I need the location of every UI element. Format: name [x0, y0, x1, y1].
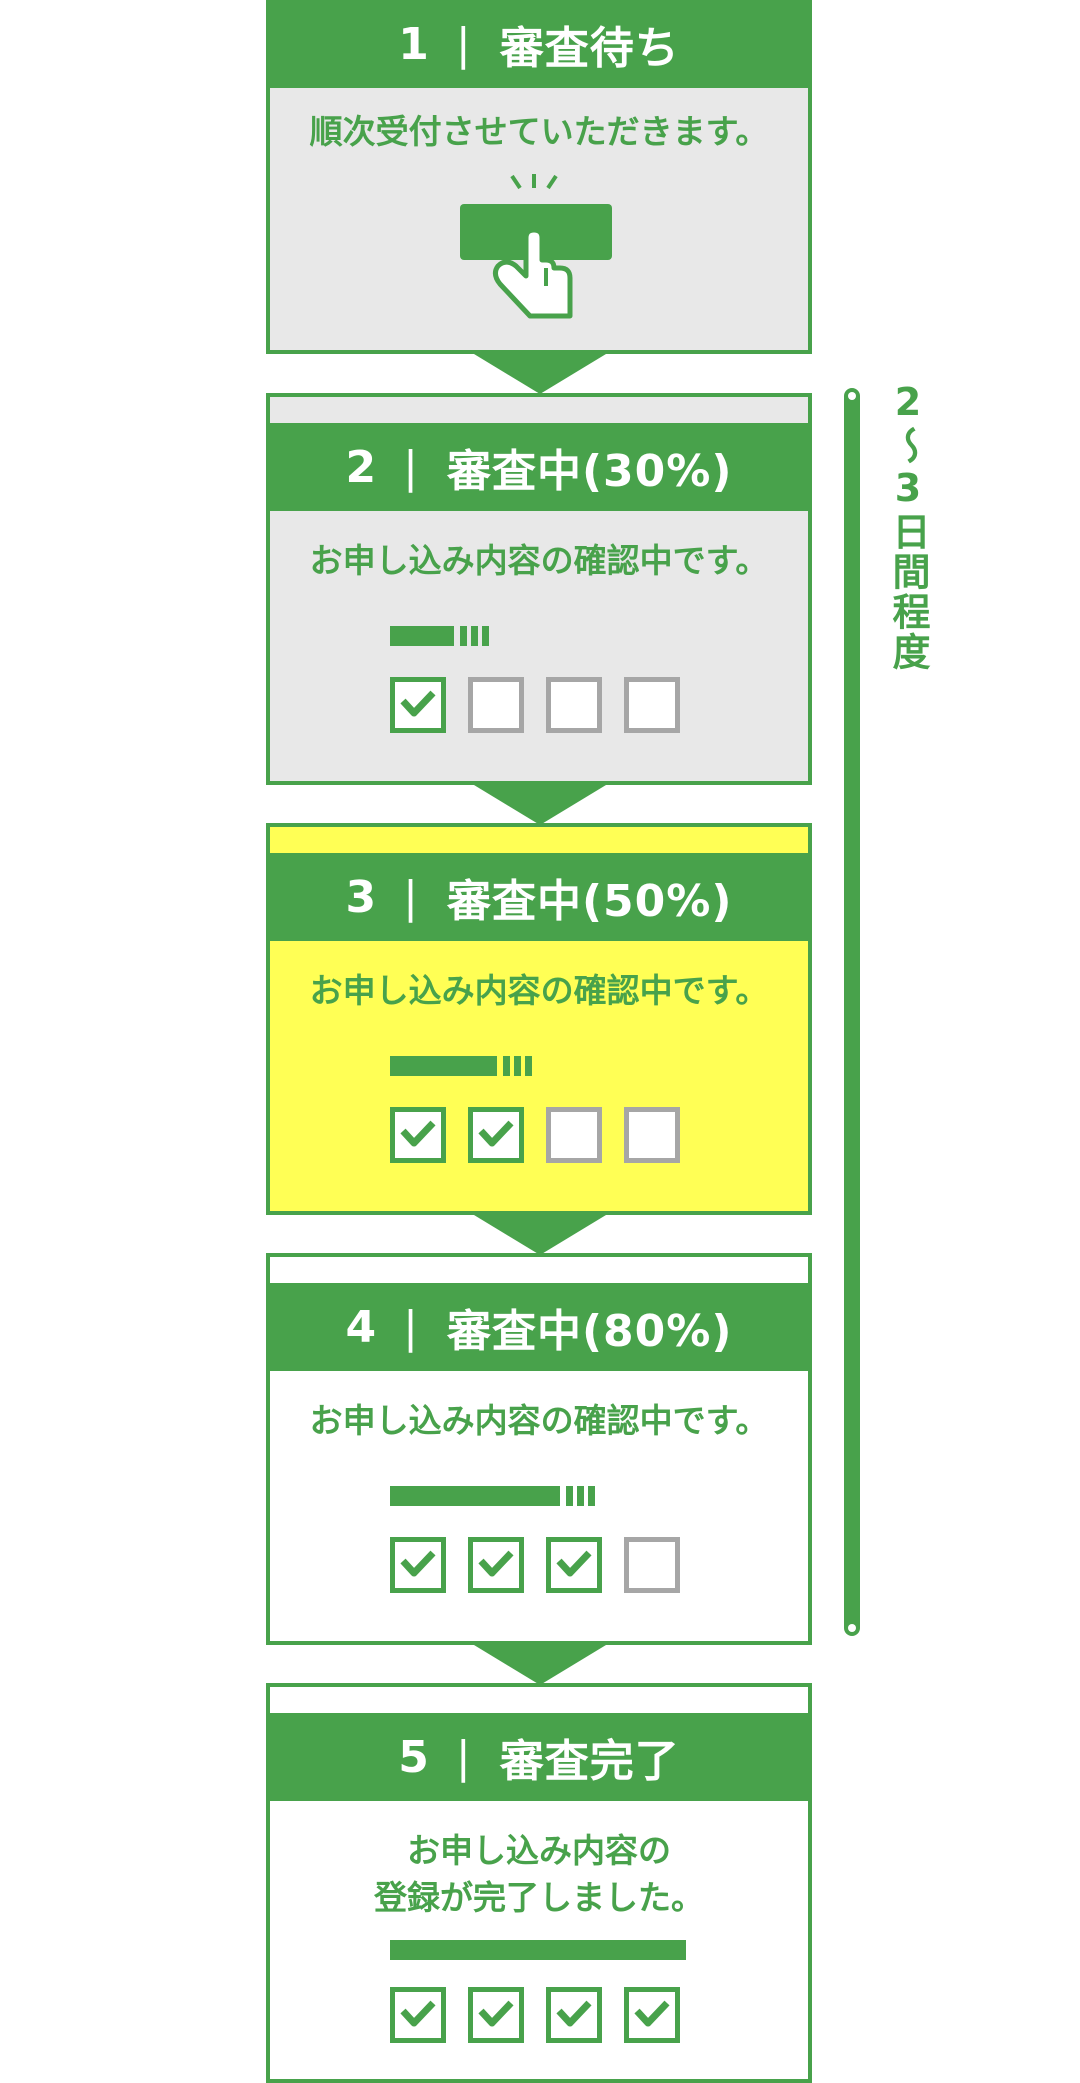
check-icon [478, 1550, 514, 1577]
progress-fill [390, 626, 454, 646]
checked-box [390, 1537, 446, 1593]
checkbox-row [390, 1107, 680, 1163]
checked-box [546, 1537, 602, 1593]
progress-bar [390, 1056, 532, 1076]
step-title: 審査完了 [499, 1736, 680, 1787]
timeline-end-dot [848, 1624, 856, 1632]
step-description: 順次受付させていただきます。 [309, 112, 769, 151]
checked-box [390, 1987, 446, 2043]
step-1-header: 1 | 審査待ち [266, 0, 812, 88]
step-number: 1 [398, 18, 430, 70]
checked-box [468, 1537, 524, 1593]
step-arrow [474, 354, 606, 394]
progress-fill [390, 1940, 686, 1960]
checkbox-row [390, 1537, 680, 1593]
unchecked-box [546, 1107, 602, 1163]
step-5-header: 5 | 審査完了 [266, 1713, 812, 1801]
step-description: お申し込み内容の確認中です。 [309, 541, 769, 580]
progress-tick [460, 626, 467, 646]
timeline-start-dot [848, 392, 856, 400]
step-separator: | [455, 1731, 472, 1783]
progress-tick [482, 626, 489, 646]
step-description-line-1: お申し込み内容の [407, 1831, 671, 1870]
check-icon [478, 1120, 514, 1147]
step-title: 審査中(80%) [446, 1306, 733, 1357]
step-arrow [474, 1215, 606, 1255]
progress-tick [577, 1486, 584, 1506]
step-arrow [474, 1645, 606, 1685]
check-icon [400, 2000, 436, 2027]
step-2-card: 2 | 審査中(30%) お申し込み内容の確認中です。 [266, 393, 812, 785]
step-number: 2 [345, 441, 378, 493]
step-number: 5 [398, 1731, 430, 1783]
progress-tick [525, 1056, 532, 1076]
step-separator: | [455, 18, 472, 70]
step-3-card: 3 | 審査中(50%) お申し込み内容の確認中です。 [266, 823, 812, 1215]
progress-bar [390, 626, 489, 646]
unchecked-box [624, 1107, 680, 1163]
progress-tick [514, 1056, 521, 1076]
checked-box [468, 1987, 524, 2043]
unchecked-box [468, 677, 524, 733]
step-number: 4 [345, 1301, 378, 1353]
step-1-card: 1 | 審査待ち 順次受付させていただきます。 [266, 0, 812, 354]
checked-box [468, 1107, 524, 1163]
step-title: 審査待ち [499, 23, 680, 74]
progress-fill [390, 1486, 560, 1506]
step-title: 審査中(30%) [446, 446, 733, 497]
progress-fill [390, 1056, 497, 1076]
step-number: 3 [345, 871, 378, 923]
checked-box [546, 1987, 602, 2043]
progress-bar [390, 1486, 595, 1506]
step-5-card: 5 | 審査完了 お申し込み内容の 登録が完了しました。 [266, 1683, 812, 2083]
checked-box [390, 677, 446, 733]
step-arrow [474, 785, 606, 825]
unchecked-box [624, 1537, 680, 1593]
progress-tick [471, 626, 478, 646]
step-4-card: 4 | 審査中(80%) お申し込み内容の確認中です。 [266, 1253, 812, 1645]
step-description-line-2: 登録が完了しました。 [374, 1878, 704, 1917]
step-description: お申し込み内容の確認中です。 [309, 1401, 769, 1440]
step-description: お申し込み内容の確認中です。 [309, 971, 769, 1010]
step-separator: | [403, 441, 419, 493]
unchecked-box [624, 677, 680, 733]
step-description: お申し込み内容の 登録が完了しました。 [270, 1827, 808, 1921]
checkbox-row [390, 677, 680, 733]
checkbox-row [390, 1987, 680, 2043]
step-3-header: 3 | 審査中(50%) [266, 853, 812, 941]
step-separator: | [403, 1301, 419, 1353]
duration-timeline-bar [844, 388, 860, 1636]
checked-box [624, 1987, 680, 2043]
hand-tap-icon [460, 174, 612, 319]
check-icon [634, 2000, 670, 2027]
progress-tick [503, 1056, 510, 1076]
step-2-header: 2 | 審査中(30%) [266, 423, 812, 511]
check-icon [556, 2000, 592, 2027]
check-icon [478, 2000, 514, 2027]
progress-tick [588, 1486, 595, 1506]
checked-box [390, 1107, 446, 1163]
progress-tick [566, 1486, 573, 1506]
step-4-header: 4 | 審査中(80%) [266, 1283, 812, 1371]
step-title: 審査中(50%) [446, 876, 733, 927]
check-icon [556, 1550, 592, 1577]
unchecked-box [546, 677, 602, 733]
progress-bar [390, 1940, 686, 1960]
step-separator: | [403, 871, 419, 923]
check-icon [400, 1120, 436, 1147]
check-icon [400, 690, 436, 717]
duration-label: 2〜3日間程度 [886, 380, 930, 672]
check-icon [400, 1550, 436, 1577]
